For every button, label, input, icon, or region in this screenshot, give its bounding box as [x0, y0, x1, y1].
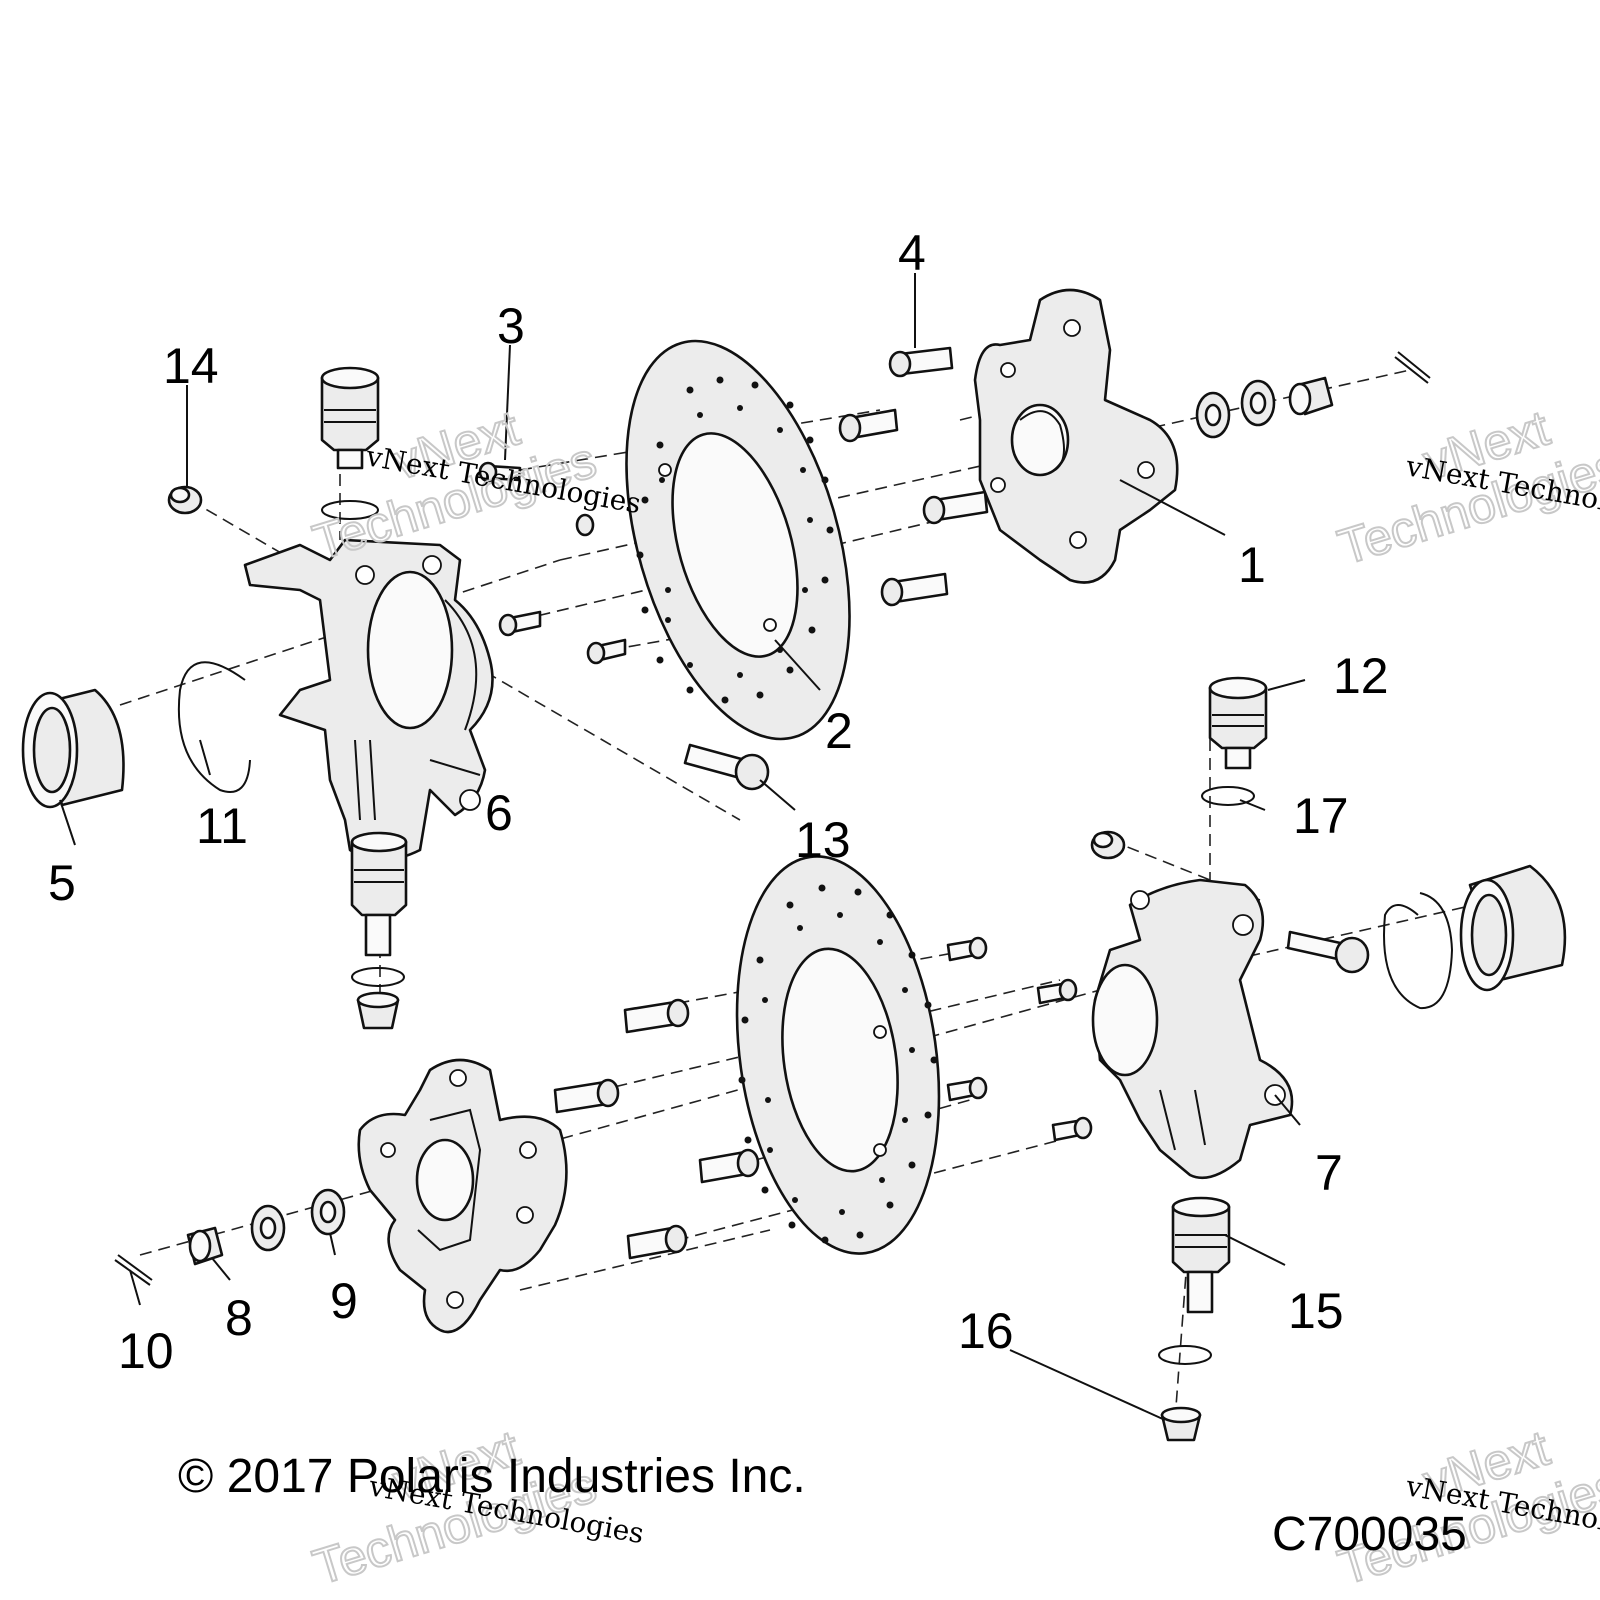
hub-upper: [973, 288, 1179, 584]
brake-rotor-upper: [625, 339, 851, 741]
washers-nut-lower: [114, 1188, 346, 1286]
studs-lower-left: [553, 998, 760, 1260]
callout-12: 12: [1333, 648, 1389, 704]
snap-ring-lower: [1383, 892, 1454, 1010]
nut-16: [1160, 1406, 1202, 1442]
studs-lower-right: [946, 936, 1093, 1142]
callout-4: 4: [898, 225, 926, 281]
knuckle-upper: [243, 538, 494, 862]
callout-11: 11: [196, 798, 248, 854]
callout-15: 15: [1288, 1283, 1344, 1339]
studs-upper-left: [478, 461, 627, 665]
callout-8: 8: [225, 1290, 253, 1346]
brake-rotor-lower: [735, 855, 941, 1255]
callout-6: 6: [485, 785, 513, 841]
rotor-holes-lower: [738, 884, 938, 1244]
bolt-13: [683, 743, 770, 791]
bolt-lower-knuckle: [1286, 930, 1370, 974]
callout-5: 5: [48, 855, 76, 911]
callout-2: 2: [825, 703, 853, 759]
callouts: 1 2 3 4 5 6 7 8 9 10 11 12 13 14 15 16 1…: [48, 225, 1389, 1379]
nut-lower-knuckle: [1090, 830, 1126, 860]
nut-14: [167, 485, 203, 515]
rotor-holes-upper: [636, 376, 834, 704]
leader-lines: [59, 273, 1306, 1421]
callout-7: 7: [1315, 1145, 1343, 1201]
copyright-text: © 2017 Polaris Industries Inc.: [178, 1450, 806, 1503]
snap-ring-17: [1201, 786, 1255, 806]
bearing-lower: [1459, 864, 1567, 992]
washers-nut-upper: [1195, 351, 1431, 439]
callout-17: 17: [1293, 788, 1349, 844]
callout-1: 1: [1238, 537, 1266, 593]
callout-14: 14: [163, 338, 219, 394]
knuckle-lower: [1091, 878, 1294, 1180]
callout-10: 10: [118, 1323, 174, 1379]
diagram-code: C700035: [1272, 1508, 1467, 1561]
ball-joint-upper-top: [320, 366, 380, 520]
bearing-upper: [21, 688, 125, 809]
callout-16: 16: [958, 1303, 1014, 1359]
callout-13: 13: [795, 812, 851, 868]
ball-joint-upper-bottom: [350, 831, 408, 1030]
ball-joint-15: [1158, 1196, 1231, 1365]
ball-joint-12: [1208, 676, 1268, 770]
studs-upper-right: [838, 346, 989, 607]
callout-3: 3: [497, 298, 525, 354]
snap-ring-upper: [177, 661, 251, 793]
hub-lower: [357, 1058, 568, 1334]
callout-9: 9: [330, 1273, 358, 1329]
